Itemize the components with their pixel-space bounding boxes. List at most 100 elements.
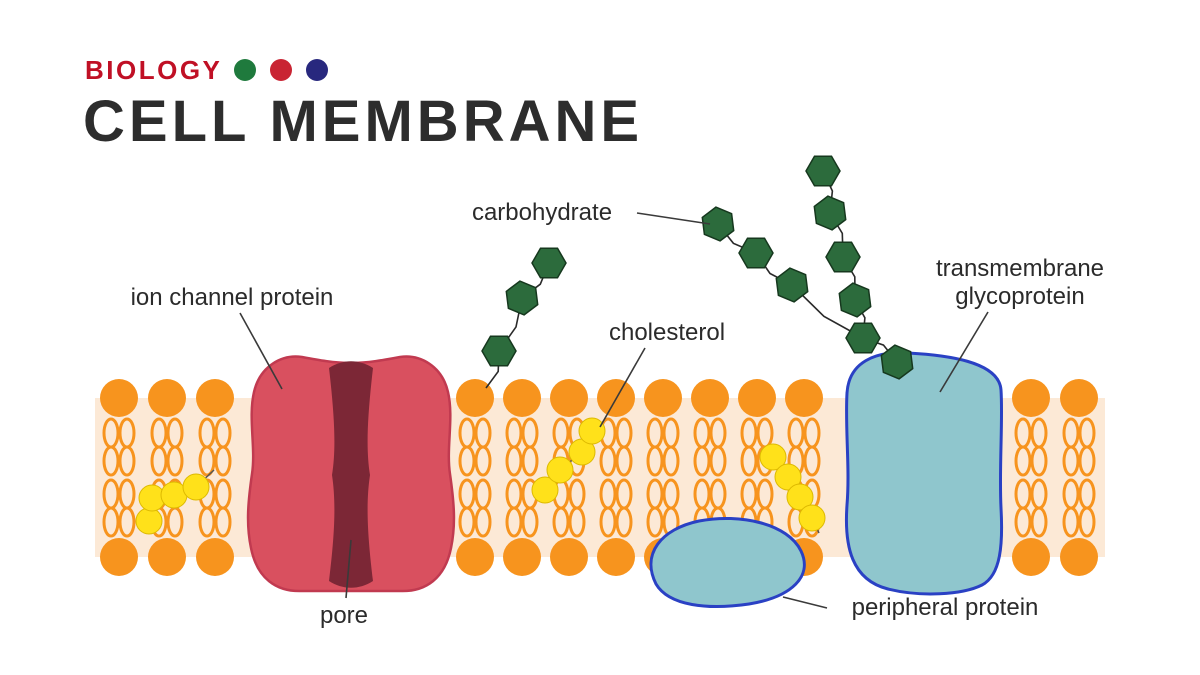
- lipid-tail: [505, 445, 523, 477]
- carbohydrate-hexagon: [775, 267, 809, 303]
- lipid-tail: [646, 506, 664, 538]
- cholesterol-molecule: [578, 417, 606, 445]
- ion-channel-pointer-line: [239, 312, 283, 390]
- lipid-head: [738, 379, 776, 417]
- lipid-tail: [1030, 445, 1048, 477]
- peripheral-protein: [649, 517, 806, 609]
- glycoprotein-pointer-line: [939, 311, 989, 393]
- carbohydrate-label: carbohydrate: [472, 199, 612, 226]
- cholesterol-molecule: [182, 473, 210, 501]
- cholesterol-molecule: [135, 507, 163, 535]
- lipid-tail: [1014, 445, 1032, 477]
- lipid-tail: [693, 445, 711, 477]
- lipid-head: [456, 538, 494, 576]
- carbohydrate-chains: [481, 155, 914, 389]
- lipid-tail: [615, 506, 633, 538]
- lipid-tail: [1062, 445, 1080, 477]
- lipid-tail: [458, 445, 476, 477]
- lipid-head: [196, 379, 234, 417]
- carbohydrate-hexagon: [880, 344, 914, 380]
- lipid-tail: [803, 445, 821, 477]
- ion-channel-label: ion channel protein: [131, 284, 334, 311]
- lipid-head: [644, 379, 682, 417]
- lipid-head: [691, 379, 729, 417]
- lipid-tail: [198, 506, 216, 538]
- ion-channel-protein: [246, 355, 456, 593]
- carbohydrate-hexagon: [813, 195, 847, 231]
- cholesterol-molecule: [759, 443, 787, 471]
- lipid-tail: [740, 445, 758, 477]
- transmembrane-glycoprotein-label-line1: transmembrane: [936, 255, 1104, 282]
- lipid-tail: [521, 445, 539, 477]
- lipid-head: [1060, 538, 1098, 576]
- lipid-tail: [662, 445, 680, 477]
- lipid-head: [503, 538, 541, 576]
- carbohydrate-hexagon: [505, 280, 539, 316]
- pore-label: pore: [320, 602, 368, 629]
- cholesterol-pointer-line: [599, 347, 646, 428]
- page-title: CELL MEMBRANE: [83, 89, 643, 154]
- lipid-tail: [458, 506, 476, 538]
- lipid-tail: [521, 506, 539, 538]
- lipid-tail: [599, 445, 617, 477]
- lipid-tail: [1014, 506, 1032, 538]
- lipid-head: [100, 538, 138, 576]
- series-dot-navy: [306, 59, 328, 81]
- carbohydrate-hexagon: [838, 282, 872, 318]
- lipid-tail: [214, 506, 232, 538]
- peripheral-protein-label: peripheral protein: [852, 594, 1039, 621]
- lipid-head: [550, 379, 588, 417]
- lipid-head: [196, 538, 234, 576]
- carbohydrate-pointer-line: [636, 212, 711, 225]
- lipid-head: [1060, 379, 1098, 417]
- pore-pointer-line: [345, 539, 352, 599]
- lipid-head: [148, 538, 186, 576]
- lipid-tail: [1030, 506, 1048, 538]
- transmembrane-glycoprotein-label-line2: glycoprotein: [955, 283, 1084, 310]
- lipid-tail: [505, 506, 523, 538]
- lipid-tail: [214, 445, 232, 477]
- cholesterol-molecules: [135, 417, 826, 535]
- pore-channel: [329, 361, 373, 588]
- lipid-head: [148, 379, 186, 417]
- lipid-tail: [474, 506, 492, 538]
- carbohydrate-hexagon: [738, 237, 774, 269]
- lipid-tail: [198, 445, 216, 477]
- carbohydrate-hexagon: [531, 247, 567, 279]
- lipid-tail: [1078, 445, 1096, 477]
- transmembrane-glycoprotein: [844, 351, 1004, 596]
- lipid-tail: [568, 506, 586, 538]
- lipid-head: [597, 538, 635, 576]
- cholesterol-label: cholesterol: [609, 319, 725, 346]
- cholesterol-molecule: [774, 463, 802, 491]
- lipid-tail: [709, 445, 727, 477]
- carbohydrate-hexagon: [481, 335, 517, 367]
- lipid-head: [100, 379, 138, 417]
- lipid-head: [456, 379, 494, 417]
- cholesterol-molecule: [786, 483, 814, 511]
- series-dot-green: [234, 59, 256, 81]
- lipid-tail: [102, 445, 120, 477]
- series-dot-red: [270, 59, 292, 81]
- lipid-head: [785, 379, 823, 417]
- cholesterol-molecule: [531, 476, 559, 504]
- carbohydrate-hexagon: [701, 206, 735, 242]
- lipid-head: [550, 538, 588, 576]
- lipid-tail: [474, 445, 492, 477]
- cholesterol-molecule: [798, 504, 826, 532]
- carbohydrate-hexagon: [845, 322, 881, 354]
- lipid-head: [1012, 538, 1050, 576]
- lipid-head: [1012, 379, 1050, 417]
- carbohydrate-hexagon: [805, 155, 841, 187]
- lipid-tail: [1078, 506, 1096, 538]
- lipid-tail: [118, 506, 136, 538]
- carbohydrate-hexagon: [825, 241, 861, 273]
- cholesterol-molecule: [546, 456, 574, 484]
- peripheral-pointer-line: [782, 596, 828, 609]
- series-label: BIOLOGY: [85, 55, 222, 85]
- lipid-tail: [552, 506, 570, 538]
- lipid-tail: [150, 445, 168, 477]
- lipid-tail: [102, 506, 120, 538]
- lipid-tail: [599, 506, 617, 538]
